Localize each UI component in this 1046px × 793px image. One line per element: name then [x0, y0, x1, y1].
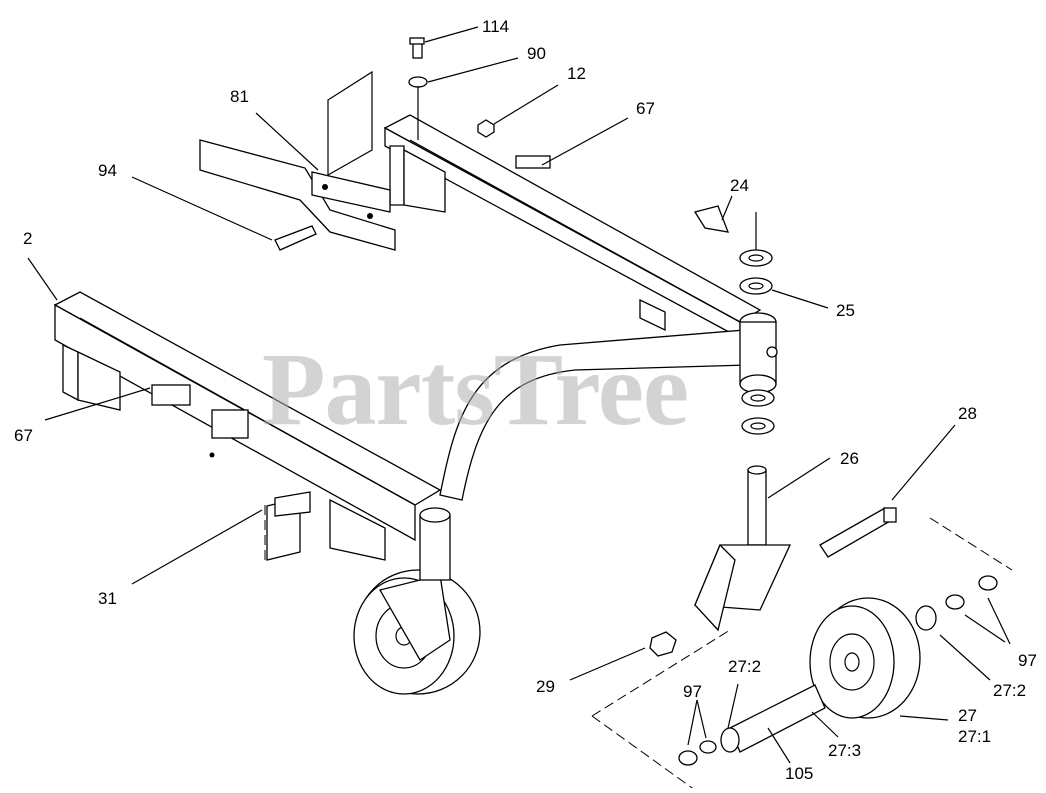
washers-25 [739, 212, 775, 435]
callout-90: 90 [527, 44, 546, 63]
callout-67-top: 67 [636, 99, 655, 118]
callout-67-left: 67 [14, 426, 33, 445]
callout-81: 81 [230, 87, 249, 106]
callout-24: 24 [730, 176, 749, 195]
caster-fork-26 [694, 465, 792, 632]
callout-12: 12 [567, 64, 586, 83]
callout-29: 29 [536, 677, 555, 696]
callout-94: 94 [98, 161, 117, 180]
callout-97-right: 97 [1018, 651, 1037, 670]
callout-27-2-right: 27:2 [993, 681, 1027, 700]
callout-27-2-left: 27:2 [728, 657, 762, 676]
nut-29 [649, 631, 677, 657]
callout-31: 31 [98, 589, 117, 608]
callout-114: 114 [482, 17, 510, 36]
callout-2: 2 [23, 229, 33, 248]
callout-26: 26 [840, 449, 859, 468]
callout-leaders [27, 26, 1011, 764]
callout-97-left: 97 [683, 682, 702, 701]
axle-bolt-28 [819, 507, 897, 558]
pivot-hub [739, 312, 778, 394]
callout-27-1: 27:1 [958, 727, 992, 746]
callout-105: 105 [785, 764, 814, 783]
wheel-27-exploded [678, 575, 998, 766]
front-caster-wheel [353, 507, 481, 695]
rear-frame-rail [383, 114, 762, 340]
hardware-top [151, 37, 551, 561]
watermark: PartsTree [262, 332, 689, 447]
callout-28: 28 [958, 404, 977, 423]
callout-25: 25 [836, 301, 855, 320]
callout-27-3: 27:3 [828, 741, 862, 760]
callout-27: 27 [958, 706, 977, 725]
grease-fitting [693, 205, 730, 233]
